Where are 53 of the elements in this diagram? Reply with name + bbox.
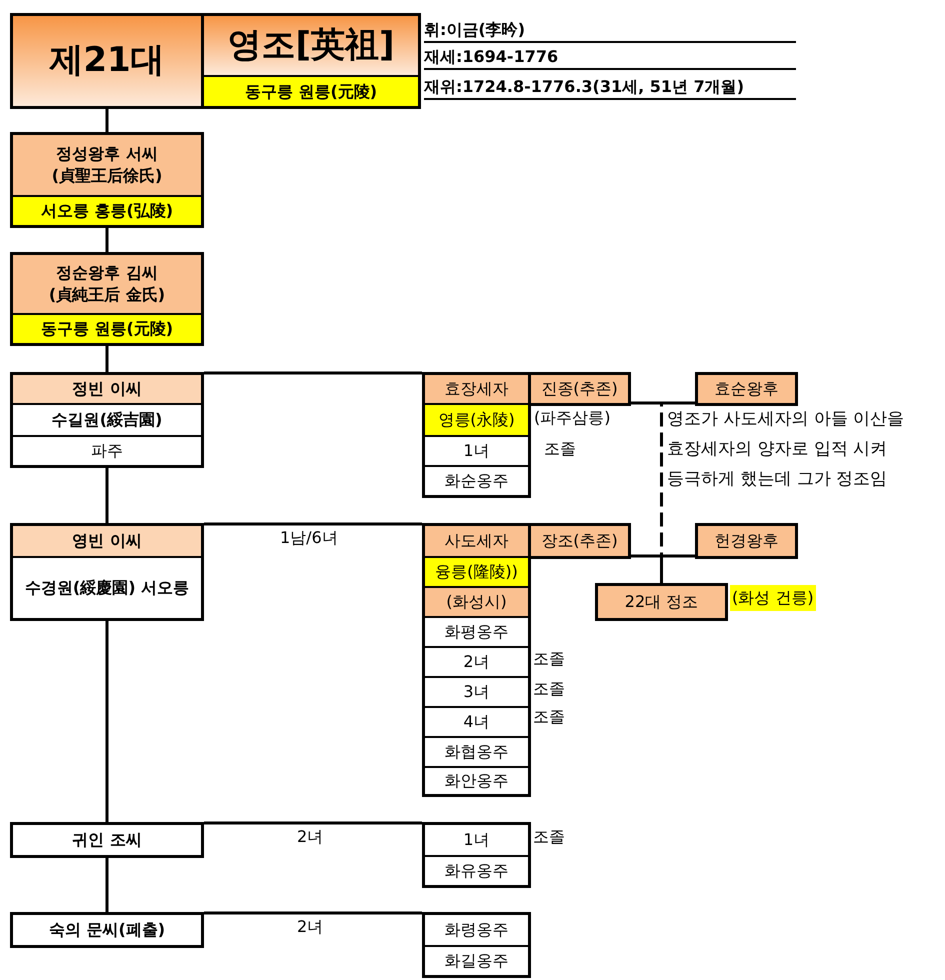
name-cell: 효장세자 [425,375,528,403]
note-text: 조졸 [544,438,576,460]
name-cell: 제21대 [13,16,201,106]
name-cell: 동구릉 원릉(元陵) [13,313,201,343]
connector-line [106,858,108,912]
info-text: 휘:이금(李昑) [424,17,796,43]
note-text: (파주삼릉) [534,407,610,429]
family-box [10,132,204,228]
name-cell: 효순왕후 [698,375,795,403]
name-cell: 서오릉 홍릉(弘陵) [13,195,201,225]
name-cell: 22대 정조 [598,586,725,618]
family-box [422,912,531,978]
name-cell: 헌경왕후 [698,526,795,556]
info-text: 재위:1724.8-1776.3(31세, 51년 7개월) [424,74,796,100]
name-cell: 정성왕후 서씨 (貞聖王后徐氏) [13,135,201,195]
name-cell: 융릉(隆陵)) [425,556,528,586]
connector-line [106,109,108,132]
plain-text: 2녀 [297,827,324,848]
note-text: 조졸 [533,678,565,700]
family-box [422,822,531,888]
name-cell: 사도세자 [425,526,528,556]
note-text: 조졸 [533,826,565,848]
name-cell: 영조[英祖] [204,16,418,75]
connector-line [204,822,422,824]
connector-line [631,402,695,404]
family-box [10,372,204,468]
name-cell: 영빈 이씨 [13,526,201,556]
connector-line [204,912,422,914]
connector-line [106,468,108,523]
note-text: 조졸 [533,706,565,728]
family-box [422,372,531,498]
connector-line [106,621,108,822]
note-text: 조졸 [533,648,565,670]
connector-line [204,372,422,374]
connector-line [106,228,108,252]
name-cell: 진종(추존) [531,375,628,403]
plain-text: 영조가 사도세자의 아들 이산을 효장세자의 양자로 입적 시켜 등극하게 했는데 그가 정조임 [667,408,905,491]
info-text: 재세:1694-1776 [424,44,796,70]
family-box [10,252,204,346]
connector-line [204,522,422,526]
name-cell: 장조(추존) [531,526,628,556]
family-box [201,13,421,109]
name-cell: (화성시) [425,586,528,616]
name-cell: 정순왕후 김씨 (貞純王后 金氏) [13,255,201,313]
family-box [10,523,204,621]
note-text: (화성 건릉) [730,585,816,611]
name-cell: 영릉(永陵) [425,403,528,435]
plain-text: 2녀 [297,917,324,938]
name-cell: 정빈 이씨 [13,375,201,403]
plain-text: 1남/6녀 [280,528,338,549]
family-box [422,523,531,797]
name-cell: 동구릉 원릉(元陵) [204,75,418,106]
connector-line [106,346,108,372]
